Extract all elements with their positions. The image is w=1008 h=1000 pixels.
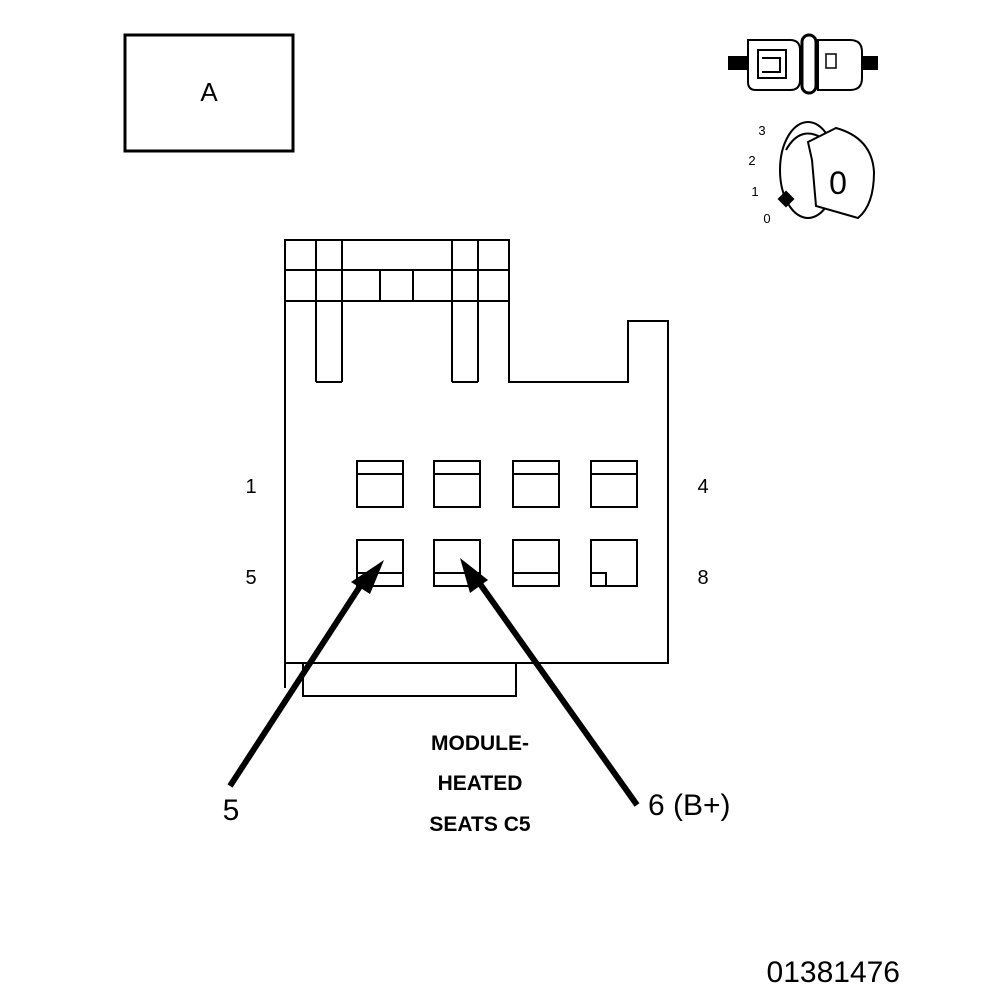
callout-label-pin5: 5 (223, 794, 240, 827)
pin-cavity-4 (590, 460, 638, 508)
ignition-position-2: 2 (748, 153, 755, 168)
connector-icon (728, 33, 878, 95)
ignition-position-0: 0 (763, 211, 770, 226)
callout-label-pin6: 6 (B+) (648, 789, 731, 822)
arrow-icon (227, 560, 384, 788)
pin-cavity-8 (590, 539, 638, 587)
arrow-icon (460, 558, 640, 807)
pin-cavity-7 (512, 539, 560, 587)
view-label-box (123, 33, 295, 153)
connector-name-line-3: SEATS C5 (429, 813, 530, 836)
pin-cavities-top-row (356, 460, 638, 508)
view-label: A (200, 77, 218, 107)
pin-label-4: 4 (697, 476, 708, 498)
key-label: 0 (829, 165, 847, 201)
pin-label-8: 8 (697, 567, 708, 589)
connector-name-line-1: MODULE- (431, 732, 529, 755)
connector-housing (284, 239, 669, 697)
ignition-position-1: 1 (751, 184, 758, 199)
pin-label-5: 5 (245, 567, 256, 589)
pin-cavities-bottom-row (356, 539, 638, 587)
pin-label-1: 1 (245, 476, 256, 498)
connector-name-line-2: HEATED (438, 772, 523, 795)
pin-cavity-3 (512, 460, 560, 508)
pin-cavity-1 (356, 460, 404, 508)
pin-cavity-2 (433, 460, 481, 508)
figure-number: 01381476 (767, 956, 900, 989)
ignition-position-3: 3 (758, 123, 765, 138)
connector-name: MODULE- HEATED SEATS C5 (429, 732, 530, 836)
ignition-key-icon: 3 2 1 0 0 (748, 121, 876, 226)
